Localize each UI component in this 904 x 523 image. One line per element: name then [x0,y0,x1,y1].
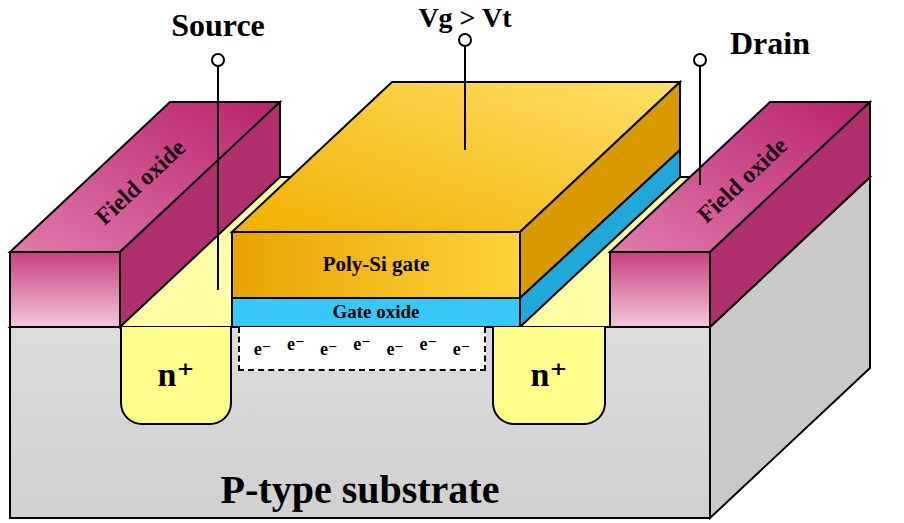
region-label: P-type substrate [221,468,500,512]
source-terminal [212,54,224,66]
electron-symbol: e⁻ [420,335,438,355]
electron-symbol: e⁻ [386,340,404,360]
drain-wire [699,66,701,185]
layer-label-box: Poly-Si gate [232,232,520,298]
drain-terminal [694,54,706,66]
field-oxide-front [10,252,120,327]
region-label: n⁺ [531,356,568,393]
source-wire [217,66,219,290]
gate-oxide-front [232,298,520,327]
layer-label-box: Gate oxide [232,298,520,327]
n-plus-region: n⁺ [120,327,232,425]
gate-wire [464,46,466,150]
substrate-front [10,327,710,518]
terminal-label: Drain [730,26,810,61]
electron-symbol: e⁻ [287,335,305,355]
gate-terminal [459,34,471,46]
substrate-region: P-type substrate n⁺ e⁻ e⁻ e⁻ e⁻ e⁻ e⁻ e⁻ n⁺ [10,327,710,518]
region-label: Poly-Si gate [323,253,430,276]
region-label: n⁺ [158,356,195,393]
n-plus-region: n⁺ [492,327,606,425]
electron-symbol: e⁻ [320,340,338,360]
terminal-label: Vg > Vt [418,3,511,34]
gate-front [232,232,520,298]
region-label: Gate oxide [332,302,419,323]
terminal-label: Source [171,8,265,43]
field-oxide-front [610,252,710,327]
electron-symbol: e⁻ [353,335,371,355]
inversion-channel: e⁻ e⁻ e⁻ e⁻ e⁻ e⁻ e⁻ [238,327,486,371]
electron-symbol: e⁻ [254,340,272,360]
electron-symbol: e⁻ [453,340,471,360]
field-oxide-side [710,102,870,327]
